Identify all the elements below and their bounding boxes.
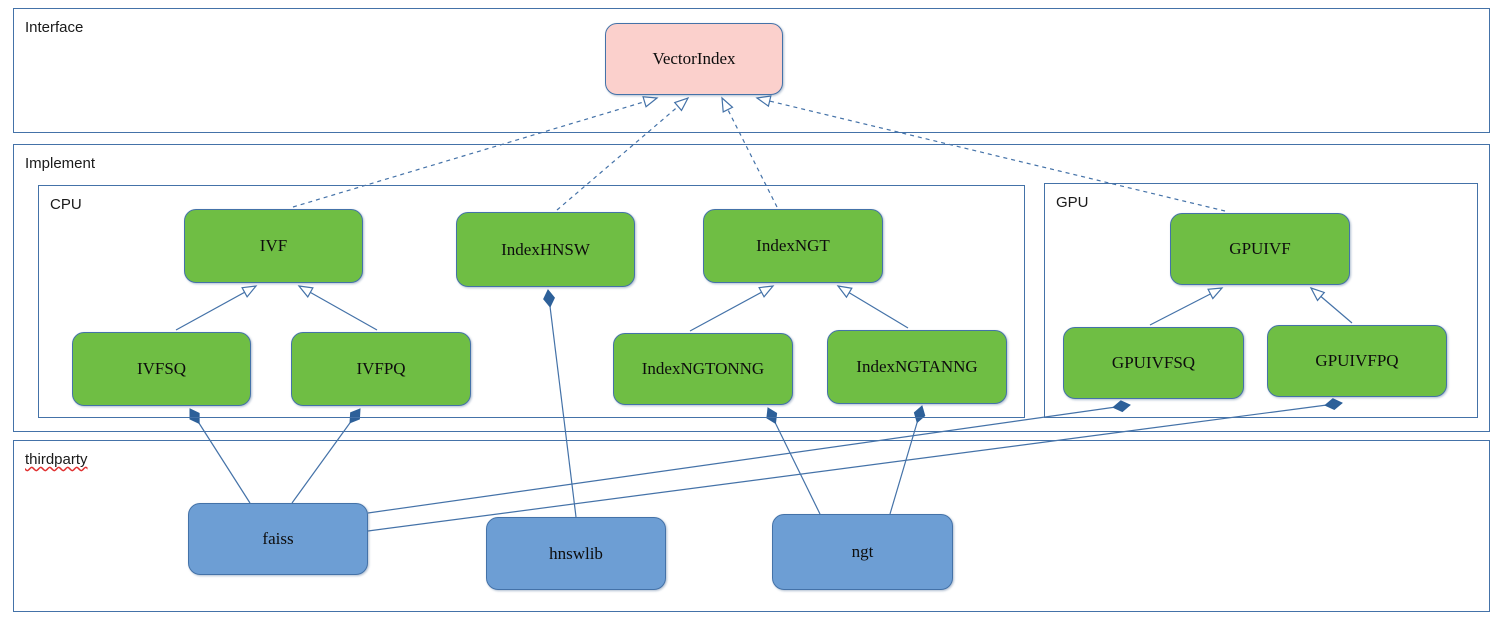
class-node-vectorindex[interactable]: VectorIndex	[605, 23, 783, 95]
package-label-thirdparty: thirdparty	[25, 451, 88, 468]
package-implement	[13, 144, 1490, 432]
class-node-indexngt[interactable]: IndexNGT	[703, 209, 883, 283]
class-node-hnswlib[interactable]: hnswlib	[486, 517, 666, 590]
class-node-ivfsq[interactable]: IVFSQ	[72, 332, 251, 406]
class-node-indexhnsw[interactable]: IndexHNSW	[456, 212, 635, 287]
class-node-indexngtanng[interactable]: IndexNGTANNG	[827, 330, 1007, 404]
class-node-label: ngt	[851, 542, 874, 561]
package-label-implement: Implement	[25, 155, 96, 172]
class-node-gpuivfpq[interactable]: GPUIVFPQ	[1267, 325, 1447, 397]
class-node-label: IVFSQ	[136, 359, 187, 378]
class-node-label: IndexHNSW	[501, 239, 590, 259]
class-node-label: VectorIndex	[652, 49, 736, 68]
class-node-faiss[interactable]: faiss	[188, 503, 368, 575]
class-node-label: GPUIVFPQ	[1315, 351, 1399, 370]
class-node-label: GPUIVFSQ	[1111, 353, 1196, 372]
package-interface	[13, 8, 1490, 133]
class-node-label: IVF	[259, 236, 288, 255]
package-label-interface: Interface	[25, 19, 84, 36]
class-node-gpuivf[interactable]: GPUIVF	[1170, 213, 1350, 285]
class-node-ivfpq[interactable]: IVFPQ	[291, 332, 471, 406]
class-node-indexngtonng[interactable]: IndexNGTONNG	[613, 333, 793, 405]
package-thirdparty	[13, 440, 1490, 612]
class-node-ivf[interactable]: IVF	[184, 209, 363, 283]
class-node-label: faiss	[262, 529, 294, 548]
class-node-gpuivfsq[interactable]: GPUIVFSQ	[1063, 327, 1244, 399]
package-cpu	[38, 185, 1025, 418]
class-node-label: hnswlib	[549, 543, 603, 563]
class-node-label: IndexNGT	[756, 236, 830, 255]
class-node-ngt[interactable]: ngt	[772, 514, 953, 590]
package-gpu	[1044, 183, 1478, 418]
class-node-label: GPUIVF	[1229, 239, 1291, 258]
package-label-cpu: CPU	[50, 196, 82, 213]
class-node-label: IndexNGTANNG	[856, 357, 978, 376]
class-node-label: IndexNGTONNG	[641, 359, 765, 378]
package-label-gpu: GPU	[1056, 194, 1089, 211]
class-node-label: IVFPQ	[356, 359, 406, 378]
